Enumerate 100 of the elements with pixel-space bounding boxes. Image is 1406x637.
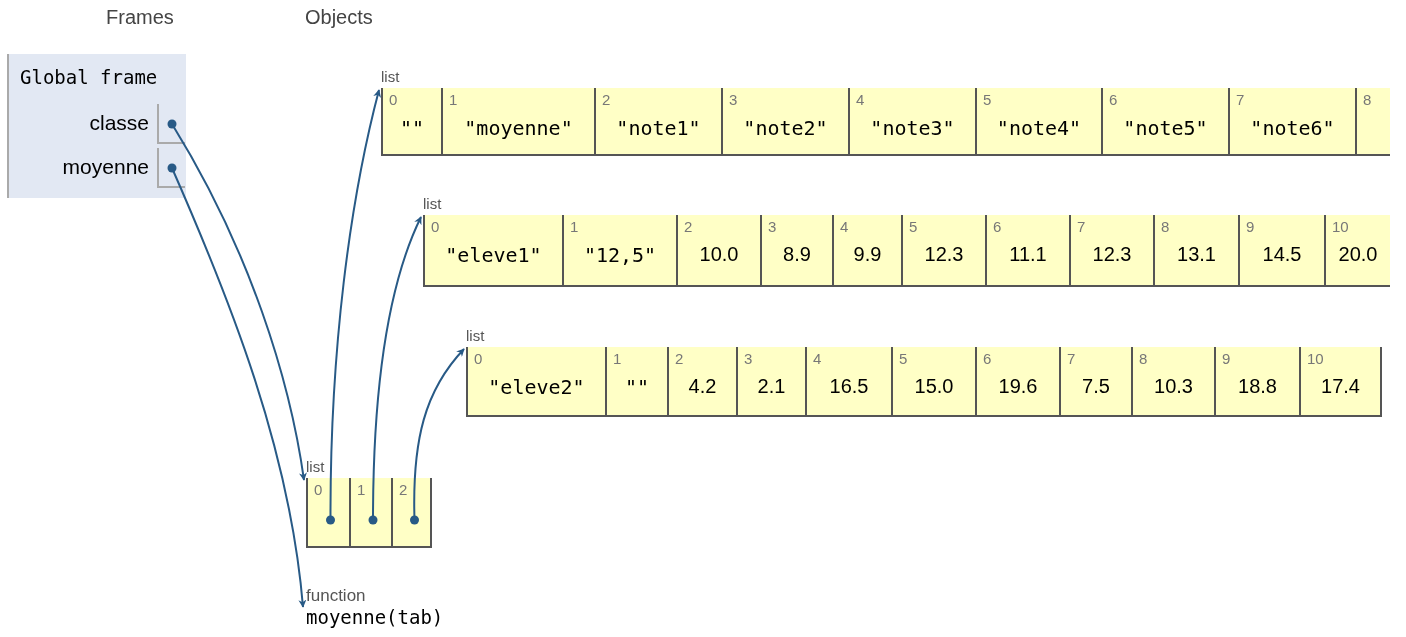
list-cell [562,215,676,285]
index-number: 2 [675,350,684,367]
list-cell [605,347,667,415]
type-label: function [306,586,367,606]
list-cell [1214,347,1299,415]
list-cell [676,215,760,285]
index-number: 7 [1236,91,1245,108]
list-cell [391,478,432,546]
value-text: 8.9 [782,243,812,266]
list-cell [306,478,349,546]
index-number: 5 [983,91,992,108]
pointer-arrow [368,216,422,525]
list-cell [1299,347,1382,415]
value-text: 11.1 [1008,243,1048,266]
column-heading: Frames [106,6,174,29]
type-label: list [466,327,485,344]
index-number: 7 [1077,218,1086,235]
index-number: 4 [813,350,822,367]
value-text: "" [398,116,426,140]
index-number: 3 [729,91,738,108]
index-number: 10 [1332,218,1349,235]
list-cell [975,88,1101,154]
list-cell [760,215,832,285]
index-number: 6 [983,350,992,367]
type-label: list [306,458,325,475]
value-text: "note1" [615,116,702,140]
value-text: 9.9 [852,243,883,266]
value-text: "moyenne" [463,116,574,140]
index-number: 10 [1307,350,1324,367]
list-cell [667,347,736,415]
index-number: 4 [840,218,849,235]
index-number: 0 [474,350,483,367]
index-number: 0 [314,481,323,498]
list-cell [1355,88,1390,154]
value-text: "note3" [869,116,956,140]
list-cell [349,478,391,546]
index-number: 1 [449,91,458,108]
list-cell [721,88,848,154]
value-text: 20.0 [1337,243,1379,266]
value-text: 2.1 [756,375,787,398]
value-text: 18.8 [1237,375,1278,398]
list-cell [1238,215,1324,285]
list-cell [381,88,441,154]
variable-name: moyenne [62,155,149,179]
list-cell [594,88,721,154]
type-label: list [423,195,442,212]
value-text: "note2" [742,116,829,140]
list-cell [975,347,1059,415]
index-number: 0 [389,91,398,108]
column-heading: Objects [305,6,373,29]
index-number: 3 [768,218,777,235]
pointer-arrow [326,89,382,525]
index-number: 8 [1139,350,1148,367]
pointer-arrow [167,163,307,608]
list-cell [832,215,901,285]
index-number: 6 [1109,91,1118,108]
list-cell [1228,88,1355,154]
index-number: 9 [1246,218,1255,235]
value-text: "note6" [1249,116,1336,140]
list-cell [1101,88,1228,154]
list-cell [848,88,975,154]
function-signature: moyenne(tab) [306,606,444,628]
index-number: 4 [856,91,865,108]
value-text: "note5" [1122,116,1209,140]
list-cell [901,215,985,285]
list-cell [1069,215,1153,285]
index-number: 1 [570,218,579,235]
list-cell [1324,215,1390,285]
value-text: "eleve1" [444,243,543,267]
value-text: 19.6 [997,375,1039,398]
frame-panel [7,54,186,198]
list-cell [441,88,594,154]
index-number: 2 [684,218,693,235]
index-number: 5 [899,350,908,367]
value-text: "12,5" [582,243,658,267]
list-cell [466,347,605,415]
index-number: 8 [1363,91,1372,108]
value-text: 12.3 [1091,243,1133,266]
list-cell [805,347,891,415]
index-number: 1 [613,350,622,367]
value-text: "note4" [995,116,1083,140]
list-cell [985,215,1069,285]
index-number: 9 [1222,350,1231,367]
list-cell [423,215,562,285]
index-number: 7 [1067,350,1076,367]
value-text: 13.1 [1176,243,1217,266]
value-text: "eleve2" [487,375,586,399]
frame-title: Global frame [20,66,158,88]
index-number: 0 [431,218,440,235]
index-number: 1 [357,481,366,498]
index-number: 2 [602,91,611,108]
value-text: "" [623,375,651,399]
value-text: 10.3 [1153,375,1194,398]
pointer-arrow [167,119,307,481]
index-number: 2 [399,481,408,498]
pointer-arrow [410,348,465,525]
index-number: 3 [744,350,753,367]
value-text: 17.4 [1320,375,1361,398]
list-cell [891,347,975,415]
list-cell [1131,347,1214,415]
